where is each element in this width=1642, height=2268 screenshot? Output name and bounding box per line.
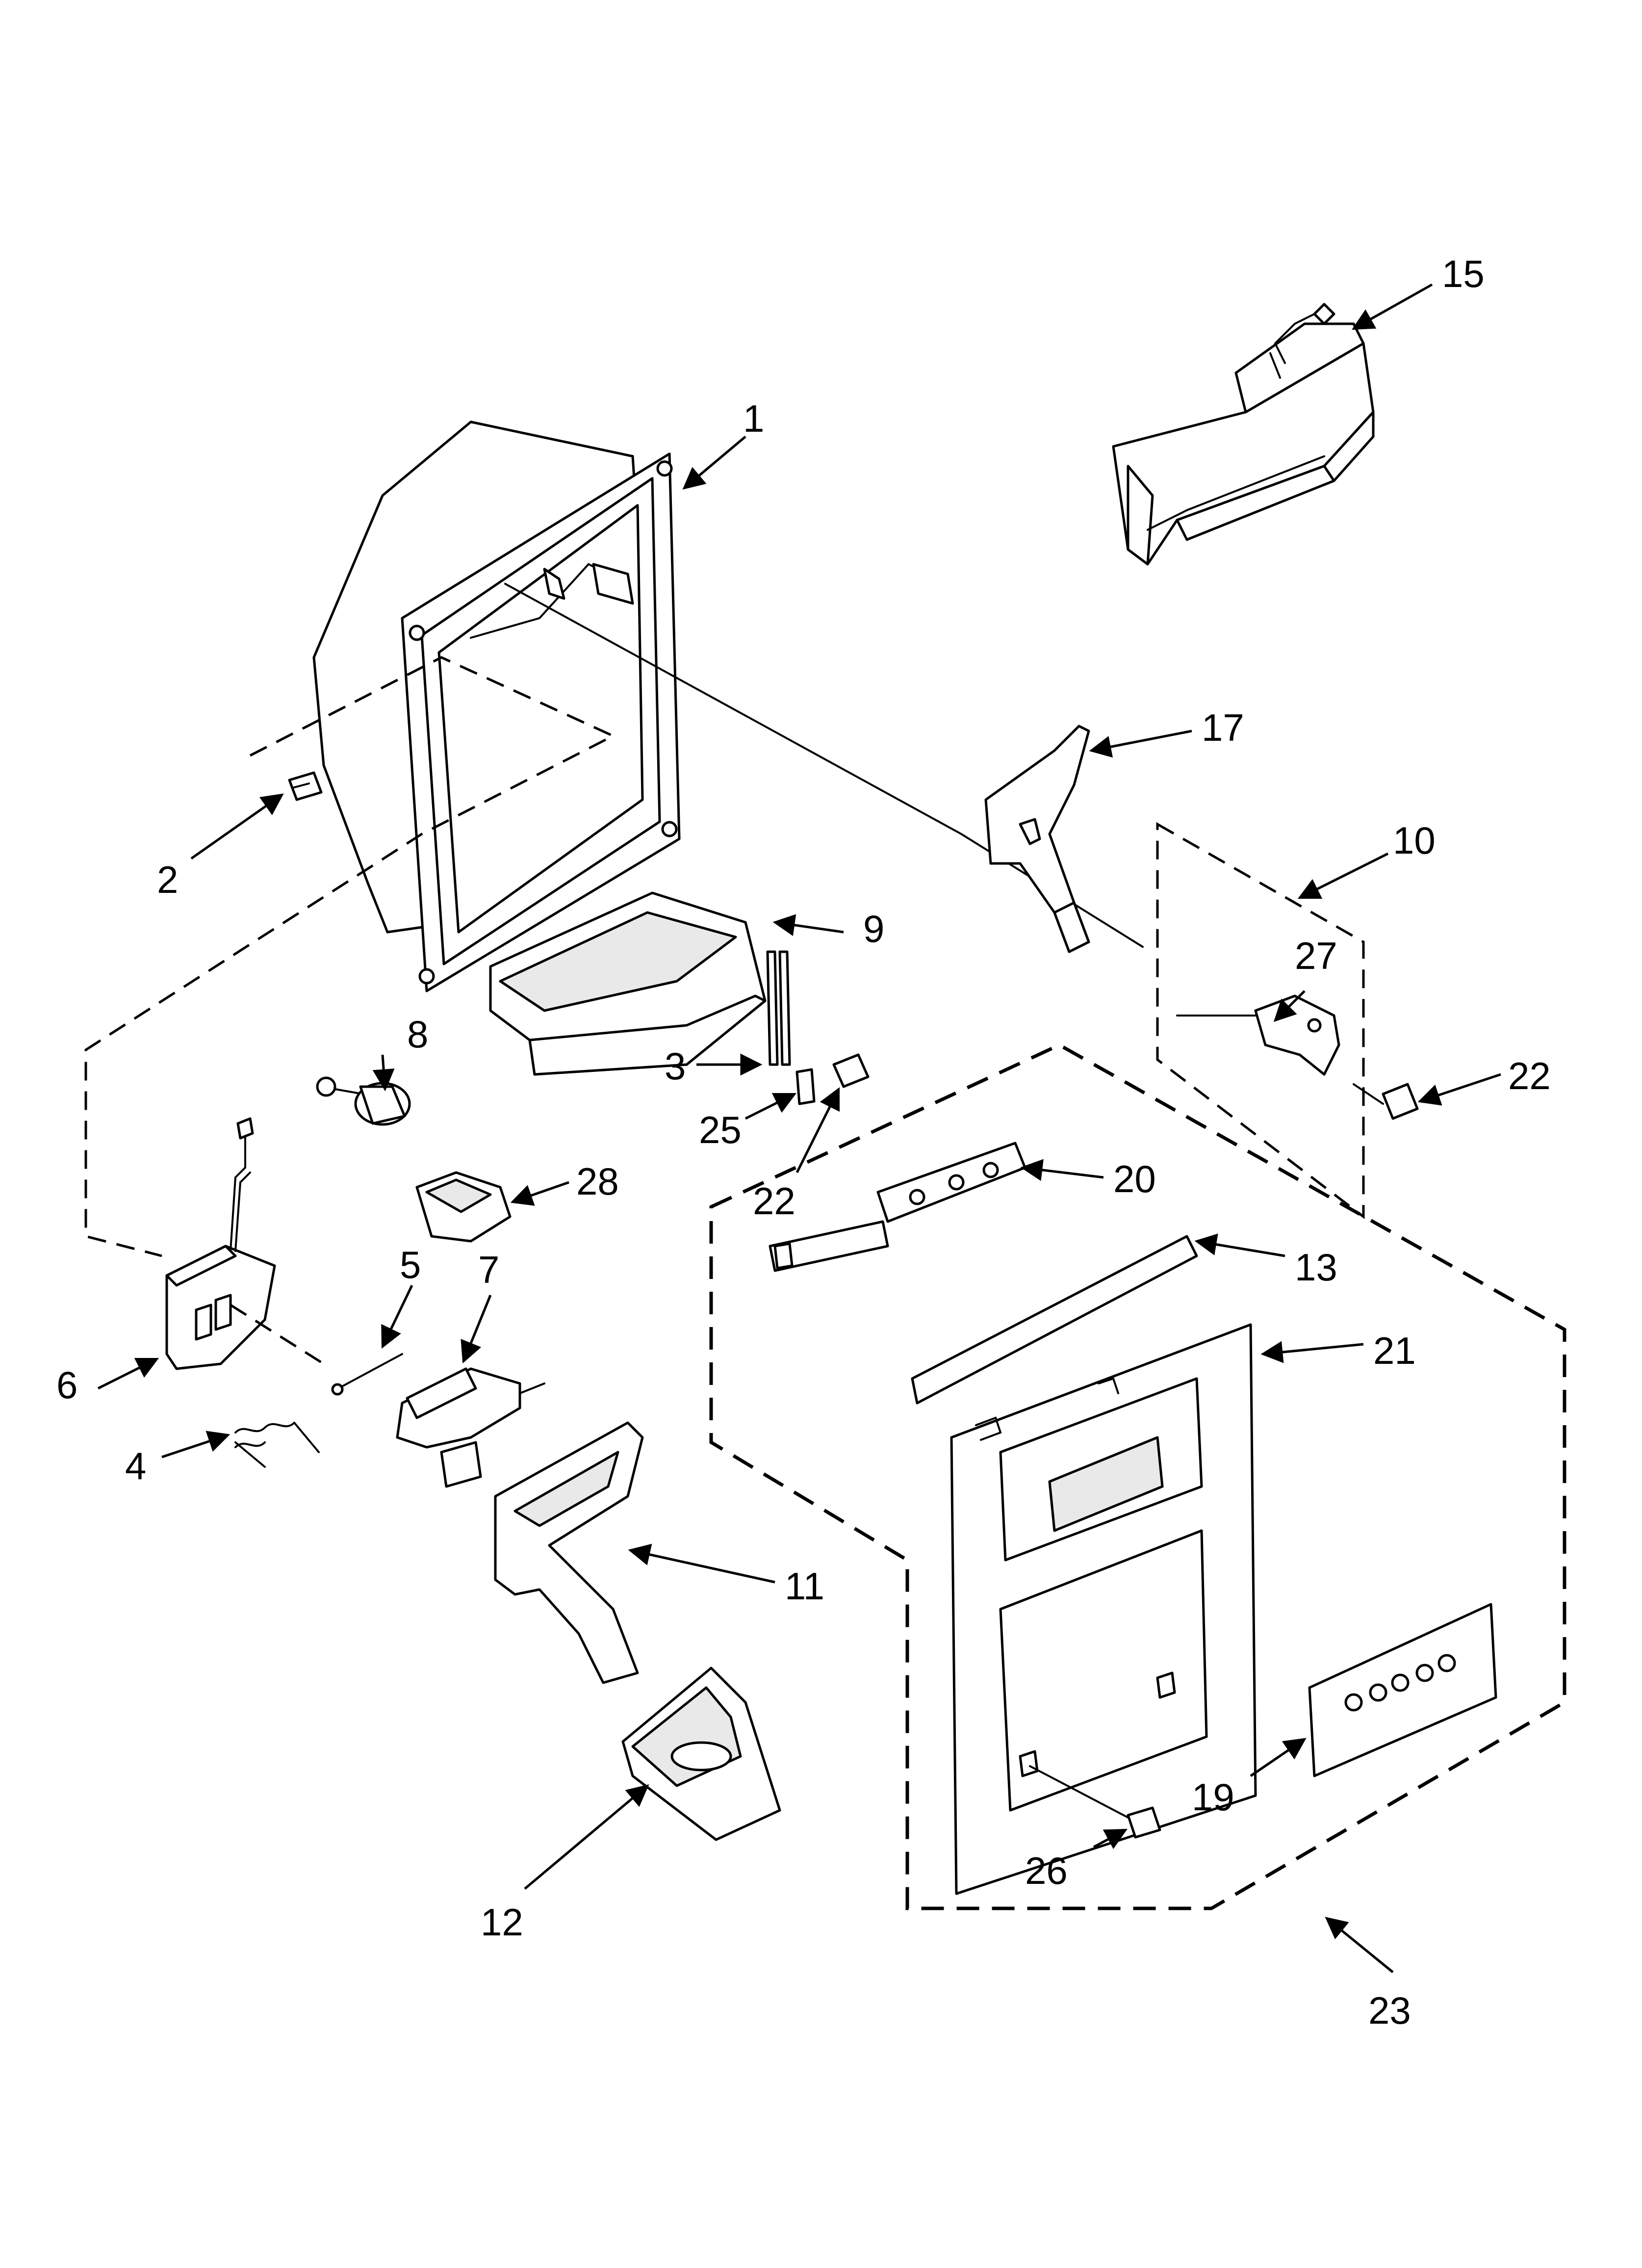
- guide-line-housing-to-bracket: [504, 583, 1144, 948]
- part-5-pivot-pin: [331, 1353, 403, 1396]
- callout-19: 19: [1192, 1775, 1234, 1819]
- part-27-switch-lever: [1176, 994, 1340, 1076]
- part-12-drip-cup: [621, 1667, 781, 1841]
- callout-22-lower: 22: [1508, 1054, 1551, 1097]
- assembly-23-outline: [709, 1043, 1566, 1910]
- part-3-clip: [766, 950, 791, 1066]
- part-11-ice-paddle: [494, 1421, 644, 1684]
- callout-23: 23: [1368, 1989, 1411, 2032]
- callout-21: 21: [1373, 1329, 1416, 1372]
- guide-line-module-to-pin: [230, 1303, 325, 1365]
- part-2-screw: [288, 771, 323, 801]
- assembly-10-outline: [1156, 822, 1365, 1220]
- part-20-control-board: [769, 1142, 1026, 1272]
- callout-26: 26: [1025, 1849, 1068, 1892]
- part-15-ice-module: [1112, 303, 1375, 566]
- part-19-control-overlay: [1308, 1603, 1497, 1777]
- callout-22-upper: 22: [753, 1179, 795, 1223]
- callout-8: 8: [407, 1013, 428, 1056]
- part-22-screw-lower: [1353, 1083, 1419, 1120]
- callout-6: 6: [56, 1363, 77, 1407]
- part-26-screw: [1029, 1765, 1161, 1839]
- callout-13: 13: [1295, 1246, 1337, 1289]
- part-28-motor-cover: [415, 1171, 512, 1243]
- callout-10: 10: [1393, 819, 1436, 862]
- callout-15: 15: [1442, 252, 1485, 295]
- part-21-front-panel: [950, 1323, 1257, 1895]
- part-7-paddle-actuator: [396, 1367, 545, 1488]
- callout-3: 3: [665, 1044, 686, 1088]
- part-13-trim-strip: [911, 1235, 1198, 1405]
- callout-leaders: [97, 283, 1501, 1973]
- callout-7: 7: [478, 1248, 499, 1291]
- part-22-screw-upper: [832, 1053, 870, 1088]
- callout-17: 17: [1202, 706, 1244, 749]
- part-4-torsion-spring: [234, 1422, 320, 1468]
- callout-9: 9: [863, 907, 884, 950]
- callout-1: 1: [743, 397, 764, 440]
- callout-4: 4: [125, 1444, 146, 1487]
- callout-12: 12: [481, 1901, 523, 1944]
- callout-labels: 1 2 3 4 5 6 7 8 9 10 11 12 13 15 17 19 2…: [56, 252, 1551, 2032]
- callout-2: 2: [157, 858, 178, 901]
- callout-20: 20: [1113, 1157, 1156, 1200]
- callout-28: 28: [576, 1160, 619, 1203]
- part-8-solenoid: [316, 1076, 411, 1126]
- callout-5: 5: [400, 1243, 421, 1286]
- part-6-control-module: [165, 1117, 276, 1370]
- part-25-clip: [795, 1068, 816, 1105]
- part-17-actuator-bracket: [984, 725, 1090, 953]
- callout-27: 27: [1295, 934, 1337, 977]
- part-1-dispenser-housing: [312, 420, 681, 992]
- callout-11: 11: [785, 1564, 824, 1608]
- guide-line-housing-to-mount: [84, 656, 616, 1257]
- part-9-ice-chute-trim: [489, 891, 767, 1076]
- callout-25: 25: [699, 1108, 742, 1151]
